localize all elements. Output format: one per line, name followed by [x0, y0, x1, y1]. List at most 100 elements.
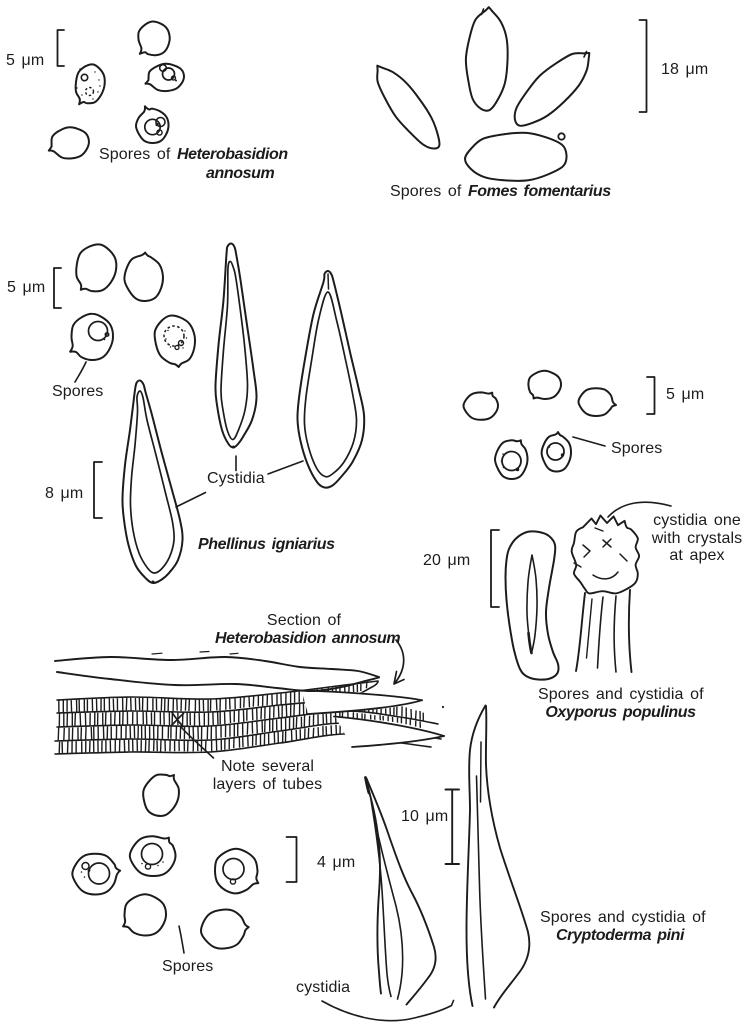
bottom-spore-3	[128, 835, 177, 877]
detail-circle	[143, 118, 162, 136]
oxyporus-spore-1	[462, 391, 500, 421]
ink-stroke	[129, 390, 176, 574]
section-arrow	[393, 639, 405, 685]
phellinus-spore-scale-label: 5 μm	[7, 279, 45, 297]
bottom-spore-6	[199, 908, 250, 950]
phellinus-species-label-text: Phellinus igniarius	[198, 536, 335, 553]
oxyporus-crystal-note-line3: at apex	[669, 547, 725, 564]
detail-dot	[94, 71, 96, 73]
detail-circle	[80, 73, 89, 82]
phellinus-cystidia-scale-bracket	[93, 461, 103, 519]
cryptoderma-drawing	[321, 704, 531, 1022]
section-surface-top	[54, 656, 380, 678]
ink-stroke	[56, 681, 379, 714]
fomes-spore-1	[376, 64, 441, 150]
ha-scale-label: 5 μm	[6, 52, 44, 70]
detail-dot	[98, 79, 100, 81]
ha-spore-2	[74, 63, 106, 106]
detail-dot	[76, 87, 78, 89]
detail-circle	[87, 320, 109, 342]
section-note-leader	[180, 726, 215, 759]
fomes-spore-2	[464, 6, 509, 112]
detail-dot	[185, 337, 188, 339]
leader-line	[267, 460, 304, 475]
bottom-spores-label: Spores	[162, 958, 213, 976]
detail-circle	[170, 75, 177, 81]
ha-caption-line1-text0: Spores of	[99, 146, 177, 163]
fomes-spore-4	[464, 131, 568, 182]
oxyporus-drawing	[462, 369, 672, 681]
detail-dot	[157, 864, 159, 867]
ha-caption-line1-text1: Heterobasidion	[176, 146, 288, 163]
phellinus-cystidia-scale-label: 8 μm	[45, 485, 83, 503]
phellinus-spores-leader	[74, 361, 87, 383]
detail-dot	[184, 330, 186, 332]
bottom-spore-2	[71, 852, 122, 896]
phellinus-spores-label-text: Spores	[52, 383, 104, 400]
cryptoderma-cystidia-leader	[321, 999, 455, 1022]
ink-stroke	[364, 776, 371, 795]
section-wedge-2-fill	[334, 716, 445, 747]
ink-stroke	[596, 596, 604, 669]
bottom-scale-label-text: 4 μm	[317, 854, 356, 871]
cryptoderma-cystidia-label: cystidia	[296, 979, 350, 997]
ink-stroke	[151, 650, 239, 655]
ink-stroke	[370, 799, 392, 998]
detail-dot	[103, 338, 106, 341]
ink-stroke	[619, 553, 628, 562]
fomes-scale-bracket	[638, 19, 648, 113]
ink-stroke	[220, 260, 249, 441]
fomes-caption-text1: Fomes fomentarius	[467, 183, 611, 200]
detail-dot	[502, 453, 504, 455]
fomes-spore-3	[513, 52, 591, 127]
detail-circle	[501, 450, 522, 472]
detail-dot	[155, 122, 159, 127]
detail-dot	[500, 460, 503, 462]
bottom-spore-5	[122, 893, 168, 937]
leader-line	[583, 50, 588, 58]
section-note-line2: layers of tubes	[212, 775, 323, 793]
ha-spore-4	[135, 105, 170, 144]
bottom-scale-label: 4 μm	[317, 854, 355, 872]
detail-circle	[557, 132, 566, 141]
ink-stroke	[594, 527, 604, 532]
ink-stroke	[627, 589, 633, 673]
section-x-mark	[170, 711, 185, 728]
ha-caption-line2-text: annosum	[206, 165, 275, 182]
ink-stroke	[56, 710, 439, 728]
bottom-spore-4	[214, 847, 260, 895]
detail-dot	[151, 580, 155, 584]
phellinus-species-label: Phellinus igniarius	[198, 536, 335, 554]
ink-stroke	[573, 562, 582, 568]
phellinus-spore-4	[153, 314, 196, 368]
oxyporus-cystidia-scale-label: 20 μm	[423, 552, 470, 570]
detail-dot	[441, 705, 445, 709]
ink-stroke	[393, 670, 405, 685]
detail-circle	[81, 861, 90, 871]
cryptoderma-species: Cryptoderma pini	[555, 926, 685, 944]
oxyporus-cystidia-scale-bracket	[490, 529, 500, 608]
cryptoderma-scale-label-text: 10 μm	[401, 808, 449, 825]
ha-scale-bracket	[56, 29, 65, 67]
phellinus-spore-scale-label-text: 5 μm	[7, 279, 46, 296]
detail-dot	[548, 446, 551, 448]
phellinus-drawing	[53, 242, 366, 585]
detail-circle	[174, 344, 180, 351]
detail-circle	[177, 339, 185, 347]
section-note-line1: Note several	[220, 758, 315, 775]
ink-stroke	[365, 777, 437, 1006]
oxyporus-spores-label: Spores	[611, 440, 662, 458]
phellinus-spores-label: Spores	[52, 383, 103, 401]
oxyporus-spore-scale-label-text: 5 μm	[666, 386, 705, 403]
detail-circle	[87, 862, 111, 885]
ink-stroke	[602, 538, 612, 548]
oxyporus-spore-4	[494, 439, 529, 480]
detail-circle	[84, 86, 95, 97]
phellinus-cystidia-scale-label-text: 8 μm	[45, 485, 84, 502]
oxyporus-crystal-leader	[607, 501, 672, 518]
detail-circle	[229, 878, 237, 885]
